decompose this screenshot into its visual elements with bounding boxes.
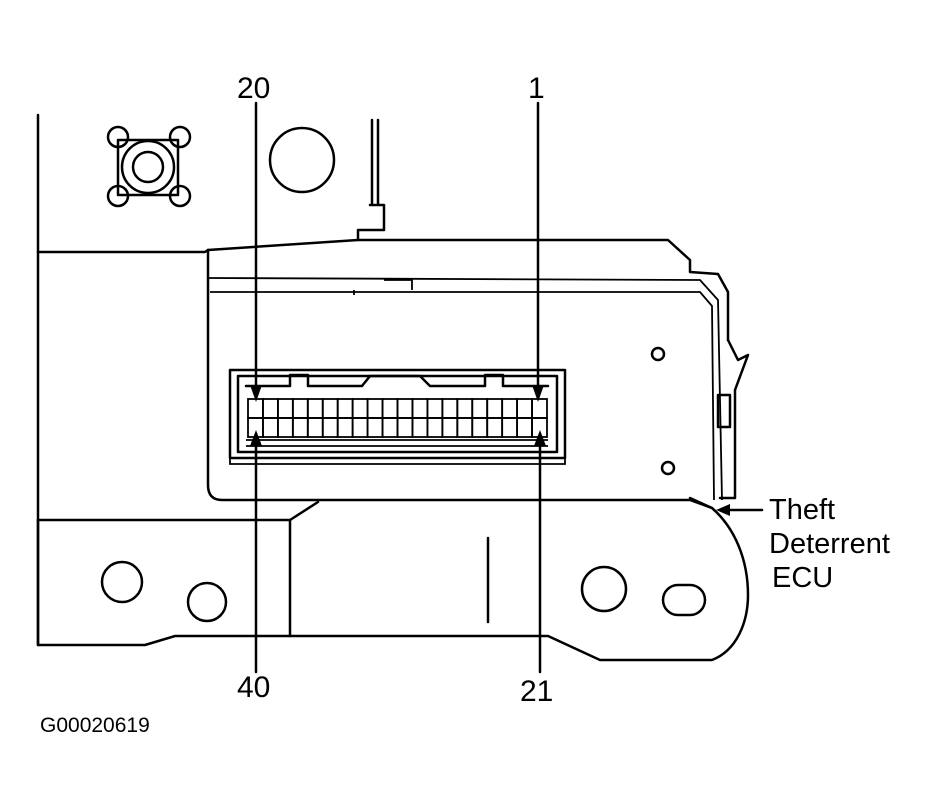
pin-40-pointer	[250, 430, 262, 674]
connector-pin	[411, 417, 429, 438]
connector-pin	[276, 417, 294, 438]
pin-20-label: 20	[237, 72, 271, 105]
connector-pin	[501, 417, 518, 438]
connector-pin	[336, 417, 354, 438]
pin-40-label: 40	[237, 671, 271, 704]
connector-pin	[426, 417, 444, 438]
panel-hole	[268, 126, 336, 194]
connector-pin-grid	[247, 398, 548, 438]
connector-pin	[516, 417, 533, 438]
connector-pin	[456, 417, 474, 438]
ecu-connector	[228, 368, 567, 465]
connector-pin	[262, 417, 279, 438]
figure-id: G00020619	[40, 714, 150, 737]
connector-pin	[456, 398, 474, 419]
pin-20-pointer	[250, 101, 262, 402]
connector-pin	[396, 398, 414, 419]
connector-pin	[321, 417, 339, 438]
connector-pin	[276, 398, 294, 419]
connector-pin	[351, 417, 369, 438]
connector-pin	[366, 417, 384, 438]
pin-21-pointer	[534, 430, 546, 674]
connector-pin	[306, 398, 324, 419]
mounting-stud	[106, 125, 192, 208]
connector-pin	[262, 398, 279, 419]
connector-pin	[441, 417, 459, 438]
connector-pin	[351, 398, 369, 419]
connector-pin	[381, 417, 399, 438]
connector-pin	[471, 398, 489, 419]
lower-bracket	[36, 248, 750, 662]
connector-pin	[247, 398, 264, 419]
connector-pin	[321, 398, 339, 419]
pin-21-label: 21	[520, 675, 554, 708]
connector-pin	[501, 398, 518, 419]
ecu-callout-line3: ECU	[772, 562, 834, 594]
connector-pin	[441, 398, 459, 419]
connector-pin	[396, 417, 414, 438]
connector-pin	[471, 417, 489, 438]
connector-pin	[381, 398, 399, 419]
ecu-callout-line1: Theft	[769, 494, 836, 526]
connector-pin	[486, 417, 504, 438]
connector-pin	[336, 398, 354, 419]
ecu-callout-leader	[716, 504, 764, 516]
ecu-housing	[206, 238, 750, 510]
wire-bracket	[356, 118, 386, 242]
connector-pin	[426, 398, 444, 419]
connector-pin	[486, 398, 504, 419]
connector-pin	[306, 417, 324, 438]
pin-1-pointer	[532, 101, 544, 402]
pin-1-label: 1	[528, 72, 545, 105]
connector-pin	[291, 417, 309, 438]
connector-pin	[291, 398, 309, 419]
ecu-callout-line2: Deterrent	[769, 528, 890, 560]
connector-pin	[366, 398, 384, 419]
connector-pin	[531, 398, 548, 419]
connector-pin	[516, 398, 533, 419]
connector-pin	[411, 398, 429, 419]
